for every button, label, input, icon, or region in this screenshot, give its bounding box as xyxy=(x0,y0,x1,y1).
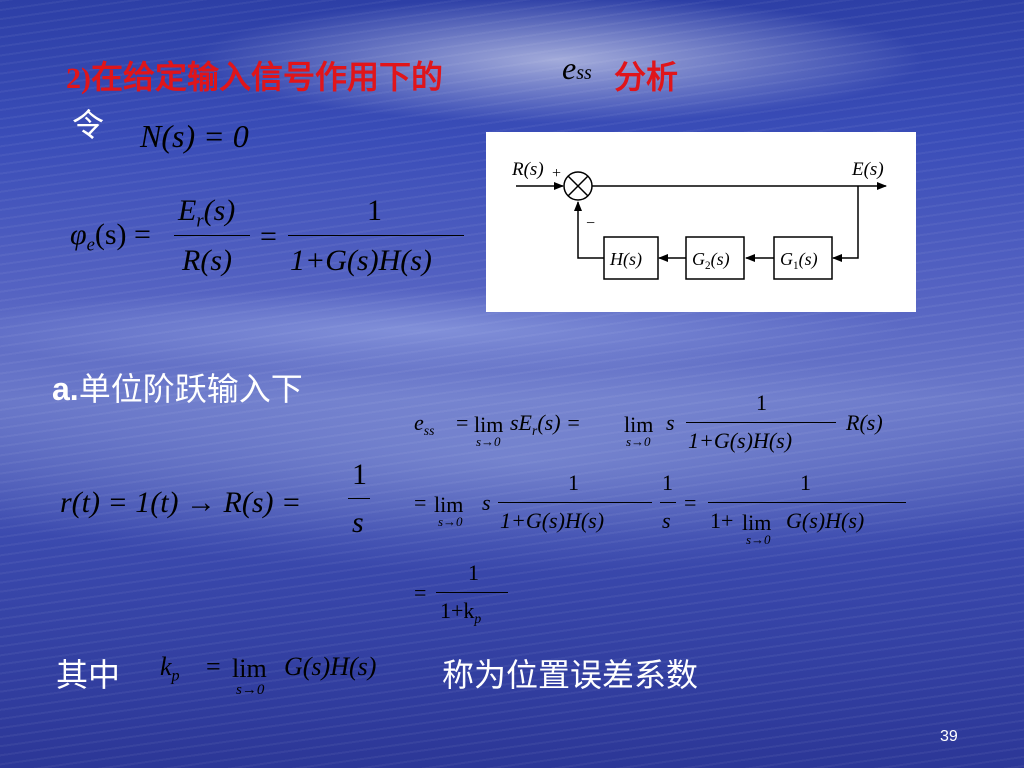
ess2-lim: lim xyxy=(434,492,464,517)
phi-num2: 1 xyxy=(367,194,382,227)
diagram-plus-sign: + xyxy=(552,165,562,182)
ess-line-1: ess = lim s→0 sEr(s) = lim s→0 s 1 1+G(s… xyxy=(412,390,912,460)
ess2-fraction-line-3 xyxy=(708,502,906,503)
title-ess-symbol: ess xyxy=(562,50,592,87)
kp-symbol: kp xyxy=(160,652,180,685)
let-label: 令 xyxy=(72,106,105,144)
title-text-before: 在给定输入信号作用下的 xyxy=(91,58,444,96)
ess2-num-2: 1 xyxy=(662,470,673,495)
ess2-fraction-line-2 xyxy=(660,502,676,503)
ess2-fraction-line-1 xyxy=(498,502,652,503)
ess-lim-1-sub: s→0 xyxy=(476,434,501,449)
phi-den2: 1+G(s)H(s) xyxy=(290,244,432,277)
ess2-num-3: 1 xyxy=(800,470,811,495)
phi-lhs: φe(s) = xyxy=(70,218,151,256)
block-h-label: H(s) xyxy=(610,249,642,269)
phi-eq: = xyxy=(260,220,277,253)
ess-den-1: 1+G(s)H(s) xyxy=(688,428,793,453)
ess2-num-1: 1 xyxy=(568,470,579,495)
kp-body: G(s)H(s) xyxy=(284,652,377,681)
ess-num-1: 1 xyxy=(756,390,767,415)
ess-lim-2-sub: s→0 xyxy=(626,434,651,449)
block-g2 xyxy=(685,236,745,280)
kp-equation: kp = lim s→0 G(s)H(s) xyxy=(160,646,440,706)
title-prefix: 2) xyxy=(66,62,91,95)
title-text-after: 分析 xyxy=(614,58,679,96)
kp-lim: lim xyxy=(232,654,267,683)
ess-lim-2: lim xyxy=(624,412,654,437)
ess-body-1: sEr(s) = xyxy=(510,410,581,438)
ess-eq-1: = xyxy=(456,410,469,435)
ess2-eq-2: = xyxy=(684,490,697,515)
diagram-output-label: E(s) xyxy=(852,159,884,180)
ess2-den-3-b: G(s)H(s) xyxy=(786,508,865,533)
ess2-den-3-a: 1+ xyxy=(710,508,734,533)
section-a-text: 单位阶跃输入下 xyxy=(78,370,303,408)
kp-eq: = xyxy=(206,652,221,681)
ess2-den-2: s xyxy=(662,508,671,533)
step-input-equation: r(t) = 1(t) → R(s) = 1 s xyxy=(60,460,380,560)
ess2-den-3-lim-sub: s→0 xyxy=(746,532,771,547)
phi-fraction-line-2 xyxy=(288,235,464,236)
ess2-s: s xyxy=(482,490,491,515)
ess3-num: 1 xyxy=(468,560,479,585)
ess3-fraction-line xyxy=(436,592,508,593)
diagram-minus-sign: − xyxy=(586,215,596,232)
ess-lim-1: lim xyxy=(474,412,504,437)
block-g2-label: G2(s) xyxy=(692,249,730,272)
slide-title: 2)在给定输入信号作用下的 xyxy=(66,52,443,96)
ess2-lim-sub: s→0 xyxy=(438,514,463,529)
phi-equation: φe(s) = Er(s) R(s) = 1 1+G(s)H(s) xyxy=(70,190,470,290)
step-input-lhs: r(t) = 1(t) → R(s) = xyxy=(60,486,302,519)
noise-equation: N(s) = 0 xyxy=(140,118,249,154)
ess-lhs: ess xyxy=(414,410,435,438)
block-g1-label: G1(s) xyxy=(780,249,818,272)
title-symbol: e xyxy=(562,50,577,86)
ess-fraction-line-1 xyxy=(686,422,836,423)
ess2-den-1: 1+G(s)H(s) xyxy=(500,508,605,533)
ess3-eq: = xyxy=(414,580,427,605)
block-g1 xyxy=(773,236,833,280)
phi-num1: Er(s) xyxy=(178,194,236,232)
ess-line-3: = 1 1+kp xyxy=(412,562,552,632)
feedback-to-g1 xyxy=(832,186,859,262)
ess-body-2: s xyxy=(666,410,675,435)
section-a-heading: a.单位阶跃输入下 xyxy=(52,364,303,410)
title-symbol-sub: ss xyxy=(576,62,592,84)
kp-lim-sub: s→0 xyxy=(236,682,265,698)
ess2-eq: = xyxy=(414,490,427,515)
phi-den1: R(s) xyxy=(182,244,232,277)
step-input-num: 1 xyxy=(352,458,367,491)
phi-fraction-line-1 xyxy=(174,235,250,236)
step-input-den: s xyxy=(352,506,364,539)
ess3-den: 1+kp xyxy=(440,598,482,626)
ess-tail: R(s) xyxy=(846,410,883,435)
ess-line-2: = lim s→0 s 1 1+G(s)H(s) 1 s = 1 1+ lim … xyxy=(412,472,912,552)
ess2-den-3-lim: lim xyxy=(742,510,772,535)
section-a-prefix: a. xyxy=(52,371,79,407)
diagram-input-label: R(s) xyxy=(512,159,544,180)
block-diagram-svg xyxy=(516,171,887,280)
step-input-fraction-line xyxy=(348,498,370,499)
kp-suffix: 称为位置误差系数 xyxy=(442,656,699,694)
block-diagram: R(s) + − E(s) H(s) G2(s) G1(s) xyxy=(486,132,916,312)
feedback-to-junction xyxy=(574,201,604,259)
page-number: 39 xyxy=(940,728,958,745)
kp-prefix: 其中 xyxy=(56,656,121,694)
